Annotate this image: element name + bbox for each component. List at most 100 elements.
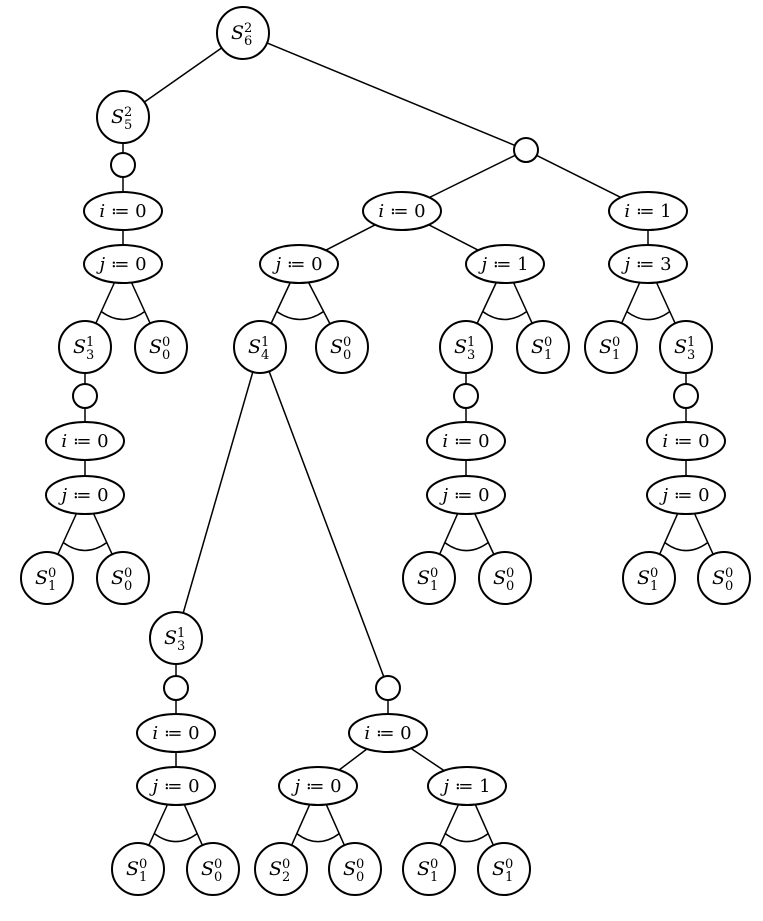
assignment-operator: ≔ — [448, 431, 478, 452]
assignment-operator: ≔ — [449, 776, 479, 797]
state-subscript: 3 — [86, 348, 94, 363]
assignment-label: j ≔ 0 — [271, 254, 322, 275]
assignment-ellipse — [45, 421, 125, 461]
state-symbol: S — [164, 627, 177, 649]
assignment-ellipse — [259, 244, 339, 284]
state-superscript: 0 — [356, 857, 364, 872]
state-symbol: S — [712, 567, 725, 589]
state-circle — [516, 320, 570, 374]
edge-R_j2-to-R_S10b — [658, 513, 679, 555]
state-subscript: 1 — [612, 348, 620, 363]
edge-E_i-to-E_j0 — [338, 748, 368, 771]
or-selector-node — [163, 675, 189, 701]
assignment-operator: ≔ — [158, 723, 188, 744]
state-subscript: 4 — [261, 348, 269, 363]
edge-L2_j-to-L2_S00 — [92, 513, 113, 555]
state-subscript: 0 — [725, 579, 733, 594]
state-circle — [58, 320, 112, 374]
and-arc-R_j — [626, 310, 671, 321]
assignment-value: 0 — [188, 723, 199, 744]
state-circle — [216, 6, 270, 60]
assignment-operator: ≔ — [67, 485, 97, 506]
assignment-value: 0 — [135, 254, 146, 275]
assignment-operator: ≔ — [300, 776, 330, 797]
state-symbol: S — [417, 567, 430, 589]
state-superscript: 0 — [430, 857, 438, 872]
state-subscript: 2 — [282, 870, 290, 885]
assignment-operator: ≔ — [630, 254, 660, 275]
assignment-label: i ≔ 0 — [442, 431, 489, 452]
and-arc-M1_j — [444, 541, 489, 552]
assignment-variable: j — [438, 485, 448, 506]
assignment-node: j ≔ 0 — [45, 475, 125, 515]
selector-circle — [72, 383, 98, 409]
assignment-node: j ≔ 1 — [427, 766, 507, 806]
state-circle — [478, 551, 532, 605]
state-symbol: S — [330, 336, 343, 358]
assignment-node: i ≔ 1 — [608, 191, 688, 231]
state-circle — [254, 842, 308, 896]
assignment-label: i ≔ 0 — [99, 201, 146, 222]
assignment-label: i ≔ 0 — [364, 723, 411, 744]
edge-E_j1-to-E_S10b — [474, 804, 495, 846]
and-arc-L_j — [100, 310, 146, 321]
state-superscript: 0 — [214, 857, 222, 872]
edge-M1_j-to-M1_S10b — [438, 513, 459, 555]
edge-L_j-to-L_S00 — [130, 282, 151, 324]
state-subscript: 1 — [430, 870, 438, 885]
state-subscript: 1 — [430, 579, 438, 594]
state-symbol: S — [674, 336, 687, 358]
assignment-value: 1 — [517, 254, 528, 275]
assignment-variable: j — [439, 776, 449, 797]
edge-M_S41-to-E_sel — [268, 371, 385, 678]
assignment-variable: i — [61, 431, 67, 452]
state-subscript: 0 — [506, 579, 514, 594]
assignment-label: j ≔ 0 — [438, 485, 489, 506]
edge-M_j0-to-M_S41 — [270, 282, 291, 324]
state-subscript: 1 — [139, 870, 147, 885]
edge-layer — [57, 42, 714, 846]
state-symbol: S — [454, 336, 467, 358]
state-symbol: S — [531, 336, 544, 358]
assignment-operator: ≔ — [105, 201, 135, 222]
assignment-variable: j — [290, 776, 300, 797]
assignment-ellipse — [362, 191, 442, 231]
state-subscript: 3 — [687, 348, 695, 363]
assignment-node: j ≔ 3 — [608, 244, 688, 284]
state-circle — [96, 551, 150, 605]
assignment-ellipse — [427, 766, 507, 806]
state-circle — [315, 320, 369, 374]
assignment-operator: ≔ — [630, 201, 660, 222]
assignment-ellipse — [608, 191, 688, 231]
state-circle — [439, 320, 493, 374]
assignment-variable: i — [378, 201, 384, 222]
assignment-value: 0 — [97, 431, 108, 452]
state-subscript: 1 — [544, 348, 552, 363]
state-superscript: 0 — [544, 335, 552, 350]
state-symbol: S — [111, 567, 124, 589]
assignment-value: 1 — [479, 776, 490, 797]
assignment-node: i ≔ 0 — [83, 191, 163, 231]
assignment-node: j ≔ 1 — [465, 244, 545, 284]
assignment-ellipse — [646, 421, 726, 461]
state-symbol: S — [417, 858, 430, 880]
edge-R_sel-to-M_i — [429, 154, 516, 199]
assignment-operator: ≔ — [281, 254, 311, 275]
assignment-node: i ≔ 0 — [362, 191, 442, 231]
assignment-node: j ≔ 0 — [646, 475, 726, 515]
